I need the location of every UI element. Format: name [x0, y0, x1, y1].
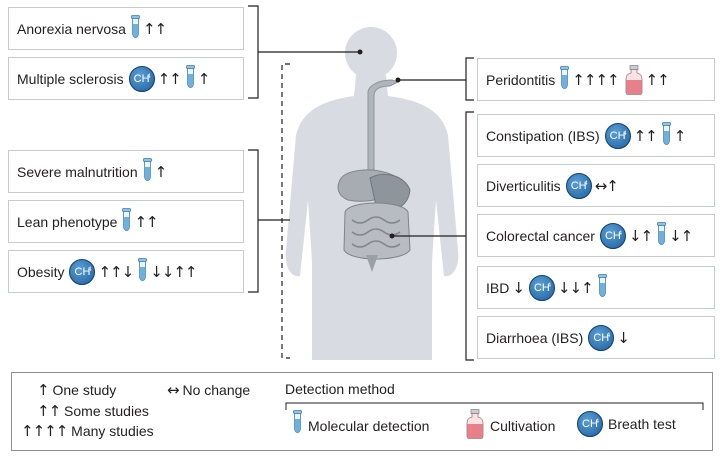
condition-peridontitis: Peridontitis↑↑↑↑↑↑ [477, 58, 715, 101]
legend-molecular: Molecular detection [288, 410, 429, 440]
condition-label: Colorectal cancer [486, 227, 595, 244]
condition-label: Multiple sclerosis [17, 70, 124, 87]
molecular-tube-icon [142, 157, 152, 181]
effect-arrows: ↓↓↑↑ [150, 262, 197, 281]
effect-arrows: ↓↓↑ [557, 278, 594, 297]
effect-arrows: ↓↑ [628, 226, 653, 245]
condition-lean-phenotype: Lean phenotype ↑↑ [8, 200, 244, 243]
legend: ↑ One study ↔ No change ↑↑ Some studies … [11, 372, 713, 451]
legend-detection-title: Detection method [285, 381, 395, 397]
legend-bracket [285, 402, 704, 410]
molecular-tube-icon [185, 64, 195, 88]
condition-label: Constipation (IBS) [486, 127, 600, 144]
effect-arrows: ↑↑↑↑ [572, 70, 619, 89]
molecular-tube-icon [657, 221, 666, 245]
effect-arrows: ↑ [673, 126, 687, 145]
effect-arrows: ↑↑ [134, 212, 158, 231]
condition-label: IBD [486, 279, 510, 296]
effect-arrows: ↑↑ [142, 19, 167, 38]
legend-some-studies: ↑↑ Some studies [37, 402, 149, 420]
molecular-tube-icon [138, 257, 148, 281]
condition-label: Anorexia nervosa [17, 20, 126, 37]
condition-label: Severe malnutrition [17, 163, 138, 180]
effect-arrows: ↑↑↓ [98, 262, 134, 281]
digestive-organs [337, 79, 411, 272]
legend-one-study: ↑ One study [37, 381, 117, 399]
legend-cultivation: Cultivation [460, 409, 555, 442]
left-brackets [248, 5, 360, 359]
condition-label: Lean phenotype [17, 213, 118, 230]
effect-arrows: ↓ [617, 328, 630, 347]
effect-arrows: ↓↑ [669, 226, 693, 245]
effect-arrows: ↑ [154, 162, 168, 181]
molecular-tube-icon [122, 207, 132, 231]
effect-arrows: ↔↑ [594, 176, 619, 195]
cultivation-flask-icon [625, 64, 642, 95]
condition-anorexia: Anorexia nervosa ↑↑ [8, 7, 244, 50]
legend-many-studies: ↑↑↑↑ Many studies [21, 422, 154, 440]
molecular-tube-icon [293, 410, 302, 433]
effect-arrows: ↑↑ [157, 69, 182, 88]
molecular-tube-icon [597, 273, 607, 297]
molecular-tube-icon [131, 14, 140, 38]
condition-label: Diarrhoea (IBS) [486, 329, 584, 346]
effect-arrows: ↑ [197, 69, 211, 88]
condition-severe-malnutrition: Severe malnutrition ↑ [8, 150, 244, 193]
condition-label: Peridontitis [486, 71, 556, 88]
effect-arrows: ↑↑ [645, 70, 670, 89]
molecular-tube-icon [661, 121, 671, 145]
molecular-tube-icon [560, 65, 570, 89]
condition-label: Diverticulitis [486, 177, 561, 194]
legend-no-change: ↔ No change [167, 381, 251, 399]
cultivation-flask-icon [466, 409, 484, 439]
effect-arrows: ↑↑ [633, 126, 658, 145]
condition-label: Obesity [17, 263, 65, 280]
right-brackets [392, 57, 474, 361]
effect-arrows: ↓ [512, 278, 525, 297]
